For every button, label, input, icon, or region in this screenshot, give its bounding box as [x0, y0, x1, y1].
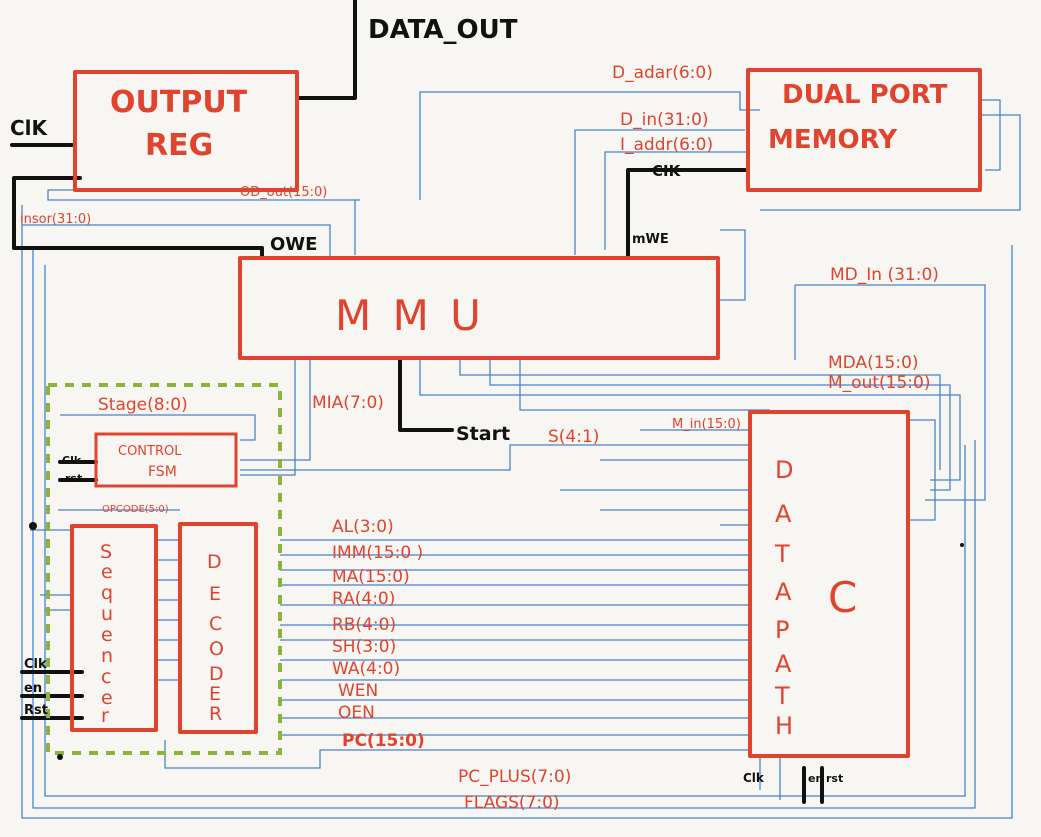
seq-letter: u	[101, 603, 113, 625]
dp-en-label: en	[808, 772, 823, 785]
i-addr-label: I_addr(6:0)	[620, 135, 713, 155]
fsm-rst-label: rst	[65, 472, 82, 485]
dec-letter: E	[209, 583, 221, 605]
dp-letter: P	[775, 616, 789, 644]
datapath-bus-labels: AL(3:0) IMM(15:0 ) MA(15:0) RA(4:0) RB(4…	[332, 517, 423, 723]
datapath-c-label: C	[828, 573, 857, 622]
decoder-letters: D E C O D E R	[207, 551, 224, 725]
wen-label: WEN	[338, 681, 378, 701]
dp-letter: H	[775, 712, 793, 740]
seq-letter: r	[101, 705, 109, 727]
dp-rst-label: rst	[826, 772, 843, 785]
wa-label: WA(4:0)	[332, 659, 400, 679]
oen-label: OEN	[338, 703, 375, 723]
dp-letter: A	[775, 500, 792, 528]
seq-letter: S	[100, 541, 112, 563]
pc-label: PC(15:0)	[342, 731, 425, 751]
dual-port-memory-block	[746, 68, 982, 192]
control-fsm-label-1: CONTROL	[118, 444, 182, 459]
clk-mem-label: CIK	[652, 162, 682, 180]
imm-label: IMM(15:0 )	[332, 543, 423, 563]
dec-letter: D	[207, 551, 222, 573]
junction-dot	[29, 522, 37, 530]
seq-rst-label: Rst	[24, 703, 48, 718]
al-label: AL(3:0)	[332, 517, 394, 537]
seq-letter: e	[101, 561, 113, 583]
data-out-label: DATA_OUT	[368, 15, 518, 45]
output-reg-block	[73, 70, 299, 192]
ma-label: MA(15:0)	[332, 567, 410, 587]
mmu-block	[238, 256, 720, 360]
flags-label: FLAGS(7:0)	[464, 793, 560, 813]
control-fsm-label-2: FSM	[148, 464, 177, 480]
output-reg-label-2: REG	[145, 128, 213, 163]
m-in-label: M_in(15:0)	[672, 417, 741, 432]
mmu-label: M M U	[335, 291, 485, 340]
seq-letter: e	[101, 624, 113, 646]
md-in-label: MD_In (31:0)	[830, 265, 939, 285]
seq-clk-label: Clk	[24, 657, 47, 672]
start-label: Start	[456, 423, 510, 445]
seq-en-label: en	[24, 681, 42, 696]
dp-letter: T	[774, 540, 790, 568]
d-in-label: D_in(31:0)	[620, 110, 709, 130]
clk-out-label: ClK	[10, 116, 49, 140]
dp-letter: D	[775, 456, 793, 484]
dec-letter: D	[209, 663, 224, 685]
sequencer-letters: S e q u e n c e r	[100, 541, 113, 727]
memory-label-2: MEMORY	[768, 125, 898, 155]
junction-dot	[960, 543, 964, 547]
control-fsm-block	[94, 432, 238, 488]
fsm-clk-label: Clk	[62, 454, 82, 467]
seq-letter: e	[101, 687, 113, 709]
control-wires	[10, 0, 824, 804]
dp-letter: A	[775, 650, 792, 678]
mwe-label: mWE	[632, 232, 669, 247]
dec-letter: R	[209, 703, 222, 725]
seq-letter: q	[101, 582, 113, 604]
dec-letter: E	[209, 683, 221, 705]
output-reg-label-1: OUTPUT	[110, 85, 248, 120]
s-label: S(4:1)	[548, 427, 599, 447]
junction-dot	[57, 754, 63, 760]
d-addr-label: D_adar(6:0)	[612, 63, 713, 83]
dp-letter: T	[774, 682, 790, 710]
m-out-label: M_out(15:0)	[828, 373, 930, 393]
ra-label: RA(4:0)	[332, 589, 395, 609]
owe-label: OWE	[270, 234, 317, 255]
decoder-block	[178, 522, 258, 734]
stage-label: Stage(8:0)	[98, 395, 188, 415]
dec-letter: O	[209, 638, 224, 660]
sh-label: SH(3:0)	[332, 637, 396, 657]
seq-letter: c	[101, 666, 111, 688]
memory-label-1: DUAL PORT	[782, 80, 948, 110]
instr-label: insor(31:0)	[20, 212, 91, 227]
sequencer-block	[70, 524, 158, 732]
mia-label: MIA(7:0)	[312, 393, 384, 413]
opcode-label: OPCODE(5:0)	[102, 504, 169, 515]
dec-letter: C	[209, 613, 222, 635]
mda-label: MDA(15:0)	[828, 353, 919, 373]
sequencer-decoder-group	[46, 383, 282, 755]
datapath-letters: D A T A P A T H	[774, 456, 793, 740]
dp-clk-label: Clk	[743, 771, 765, 785]
seq-letter: n	[101, 645, 113, 667]
rb-label: RB(4:0)	[332, 615, 396, 635]
od-out-label: OD_out(15:0)	[240, 185, 327, 200]
dp-letter: A	[775, 578, 792, 606]
datapath-block	[748, 410, 910, 758]
pc-plus-label: PC_PLUS(7:0)	[458, 767, 571, 787]
